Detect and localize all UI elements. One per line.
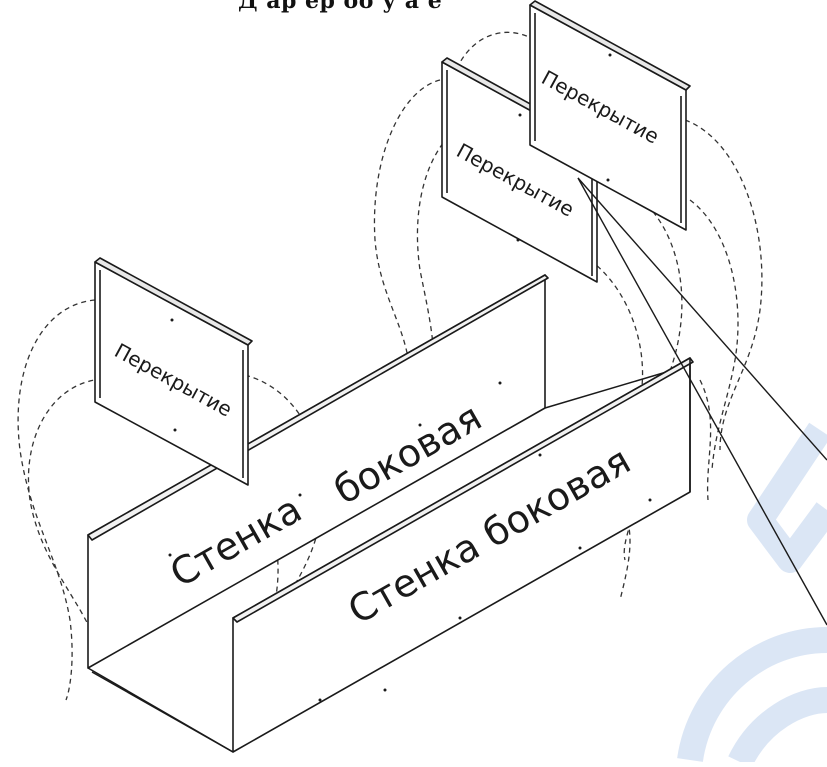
cropped-header-text: Д ар ер оо у а е — [238, 0, 443, 14]
watermark — [677, 422, 827, 767]
panel-left — [94, 257, 253, 486]
callout-lines — [577, 177, 827, 626]
panel-right — [529, 0, 691, 231]
rivet-dots — [168, 53, 652, 702]
front-side-wall — [232, 357, 694, 753]
